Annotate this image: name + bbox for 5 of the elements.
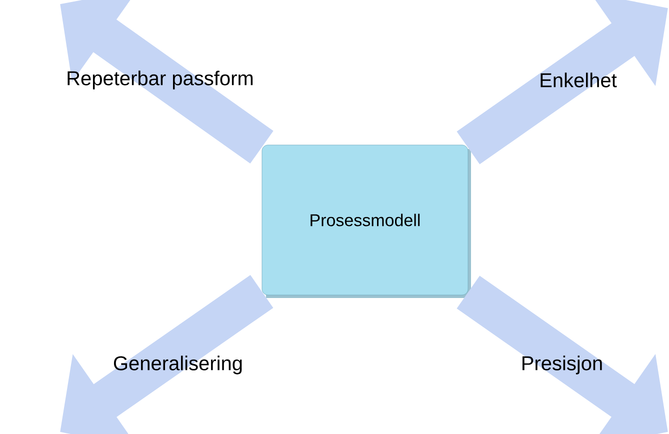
corner-label: Repeterbar passform: [68, 70, 253, 90]
corner-label: Presisjon: [522, 356, 602, 374]
corner-label: Enkelhet: [540, 72, 617, 88]
process-box: Prosessmodell: [262, 144, 471, 298]
corner-label: Generalisering: [114, 356, 242, 374]
